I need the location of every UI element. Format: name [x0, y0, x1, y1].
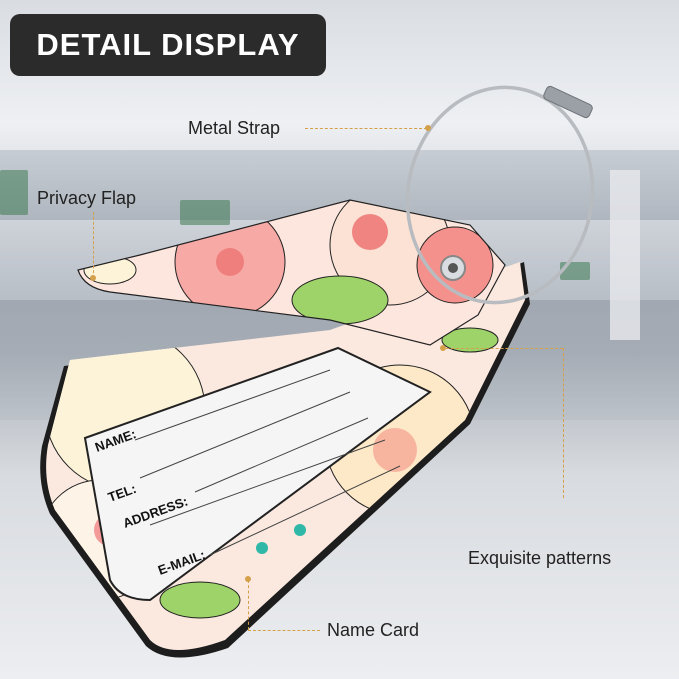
background-pillar: [610, 170, 640, 340]
title-badge: DETAIL DISPLAY: [10, 14, 326, 76]
leader-dot: [245, 576, 251, 582]
leader-name-card: [248, 630, 320, 631]
callout-name-card: Name Card: [327, 620, 420, 640]
metal-strap-ring: [405, 85, 595, 305]
name-card-window: [83, 346, 432, 602]
background-display-screen: [0, 170, 28, 215]
leader-metal-strap: [305, 128, 427, 129]
leader-dot: [425, 125, 431, 131]
leader-dot: [90, 275, 96, 281]
leader-exquisite-patterns-v: [563, 348, 564, 498]
name-card-lines: [134, 369, 401, 556]
page-title: DETAIL DISPLAY: [36, 27, 300, 62]
leader-name-card-v: [248, 580, 249, 630]
leader-dot: [440, 345, 446, 351]
leader-exquisite-patterns: [446, 348, 563, 349]
callout-privacy-flap: Privacy Flap: [37, 188, 137, 208]
background-display-screen: [180, 200, 230, 225]
callout-exquisite-patterns: Exquisite patterns: [468, 548, 612, 568]
leader-privacy-flap: [93, 212, 94, 278]
callout-metal-strap: Metal Strap: [188, 118, 281, 138]
ring-screw-lock: [543, 85, 593, 119]
